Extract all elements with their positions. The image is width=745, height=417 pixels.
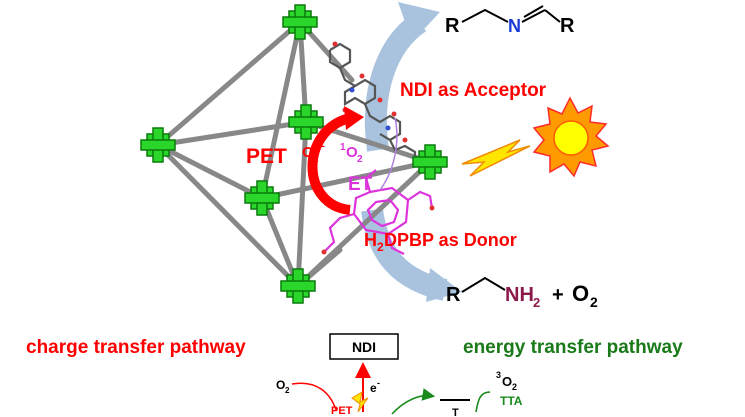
pet-curved-arrow xyxy=(307,106,364,215)
donor-label-h: H xyxy=(364,230,377,250)
product-r-right: R xyxy=(560,15,575,37)
donor-label-sub: 2 xyxy=(377,240,384,254)
energy-transfer-title: energy transfer pathway xyxy=(463,337,683,358)
ndi-acceptor-label: NDI as Acceptor xyxy=(400,80,547,101)
o2-left-o: O xyxy=(276,378,285,392)
metal-cluster-left xyxy=(140,127,176,163)
tta-arrow xyxy=(475,391,491,413)
cage-edges xyxy=(155,19,433,289)
reactant-arrow xyxy=(361,208,462,302)
metal-cluster-top xyxy=(282,4,318,40)
porphyrin-molecule xyxy=(321,169,435,255)
electron-e: e xyxy=(370,381,377,395)
donor-label-rest: DPBP as Donor xyxy=(384,230,517,250)
singlet-sup: 1 xyxy=(340,142,346,153)
triplet-o2-label: 3 O 2 xyxy=(496,370,517,392)
triplet-level-label: T xyxy=(452,407,459,417)
metal-cluster-right xyxy=(412,144,448,180)
reactant-amine: R NH 2 + O 2 xyxy=(446,276,598,310)
donor-label: H 2 DPBP as Donor xyxy=(364,230,517,254)
superoxide-sub: 2 xyxy=(313,154,319,165)
charge-pathway-arrow xyxy=(291,382,337,411)
triplet-o2-o: O xyxy=(502,374,512,389)
small-bolt-icon xyxy=(351,390,369,413)
pet-label: PET xyxy=(246,145,287,168)
o2-left-sub: 2 xyxy=(285,386,290,395)
superoxide-sup: •- xyxy=(318,141,325,152)
reactant-plus: + xyxy=(552,284,564,306)
pet-small-label: PET xyxy=(331,405,353,417)
reactant-nh2-sub: 2 xyxy=(533,295,540,310)
charge-transfer-title: charge transfer pathway xyxy=(26,337,246,358)
triplet-o2-sup: 3 xyxy=(496,370,501,380)
energy-pathway-arrow xyxy=(391,388,436,415)
sun-icon xyxy=(532,96,610,178)
ndi-box: NDI xyxy=(329,333,399,360)
ndi-box-label: NDI xyxy=(352,339,376,355)
product-imine: R N R xyxy=(445,5,575,37)
reactant-o2: O xyxy=(572,281,589,306)
metal-cluster-lower-left xyxy=(244,180,280,216)
triplet-o2-sub: 2 xyxy=(512,382,517,392)
singlet-oxygen-label: 1 O 2 xyxy=(340,142,363,165)
superoxide-o: O xyxy=(302,144,314,161)
product-nitrogen: N xyxy=(508,16,521,36)
reactant-o2-sub: 2 xyxy=(590,294,598,310)
electron-label: e - xyxy=(370,378,380,395)
product-r-left: R xyxy=(445,15,460,37)
singlet-sub: 2 xyxy=(357,154,363,165)
metal-cluster-bottom xyxy=(280,268,316,304)
lightning-bolt-icon xyxy=(461,139,531,177)
metal-cluster-center xyxy=(288,104,324,140)
product-arrow xyxy=(364,2,440,152)
reactant-r: R xyxy=(446,284,461,306)
et-label: ET xyxy=(348,174,373,195)
tta-label: TTA xyxy=(500,394,523,408)
et-arrow xyxy=(379,117,398,191)
o2-left-label: O 2 xyxy=(276,378,290,395)
reactant-nh: NH xyxy=(505,284,534,306)
electron-sup: - xyxy=(377,378,380,388)
singlet-o: O xyxy=(346,144,358,161)
superoxide-label: O 2 •- xyxy=(302,141,325,165)
